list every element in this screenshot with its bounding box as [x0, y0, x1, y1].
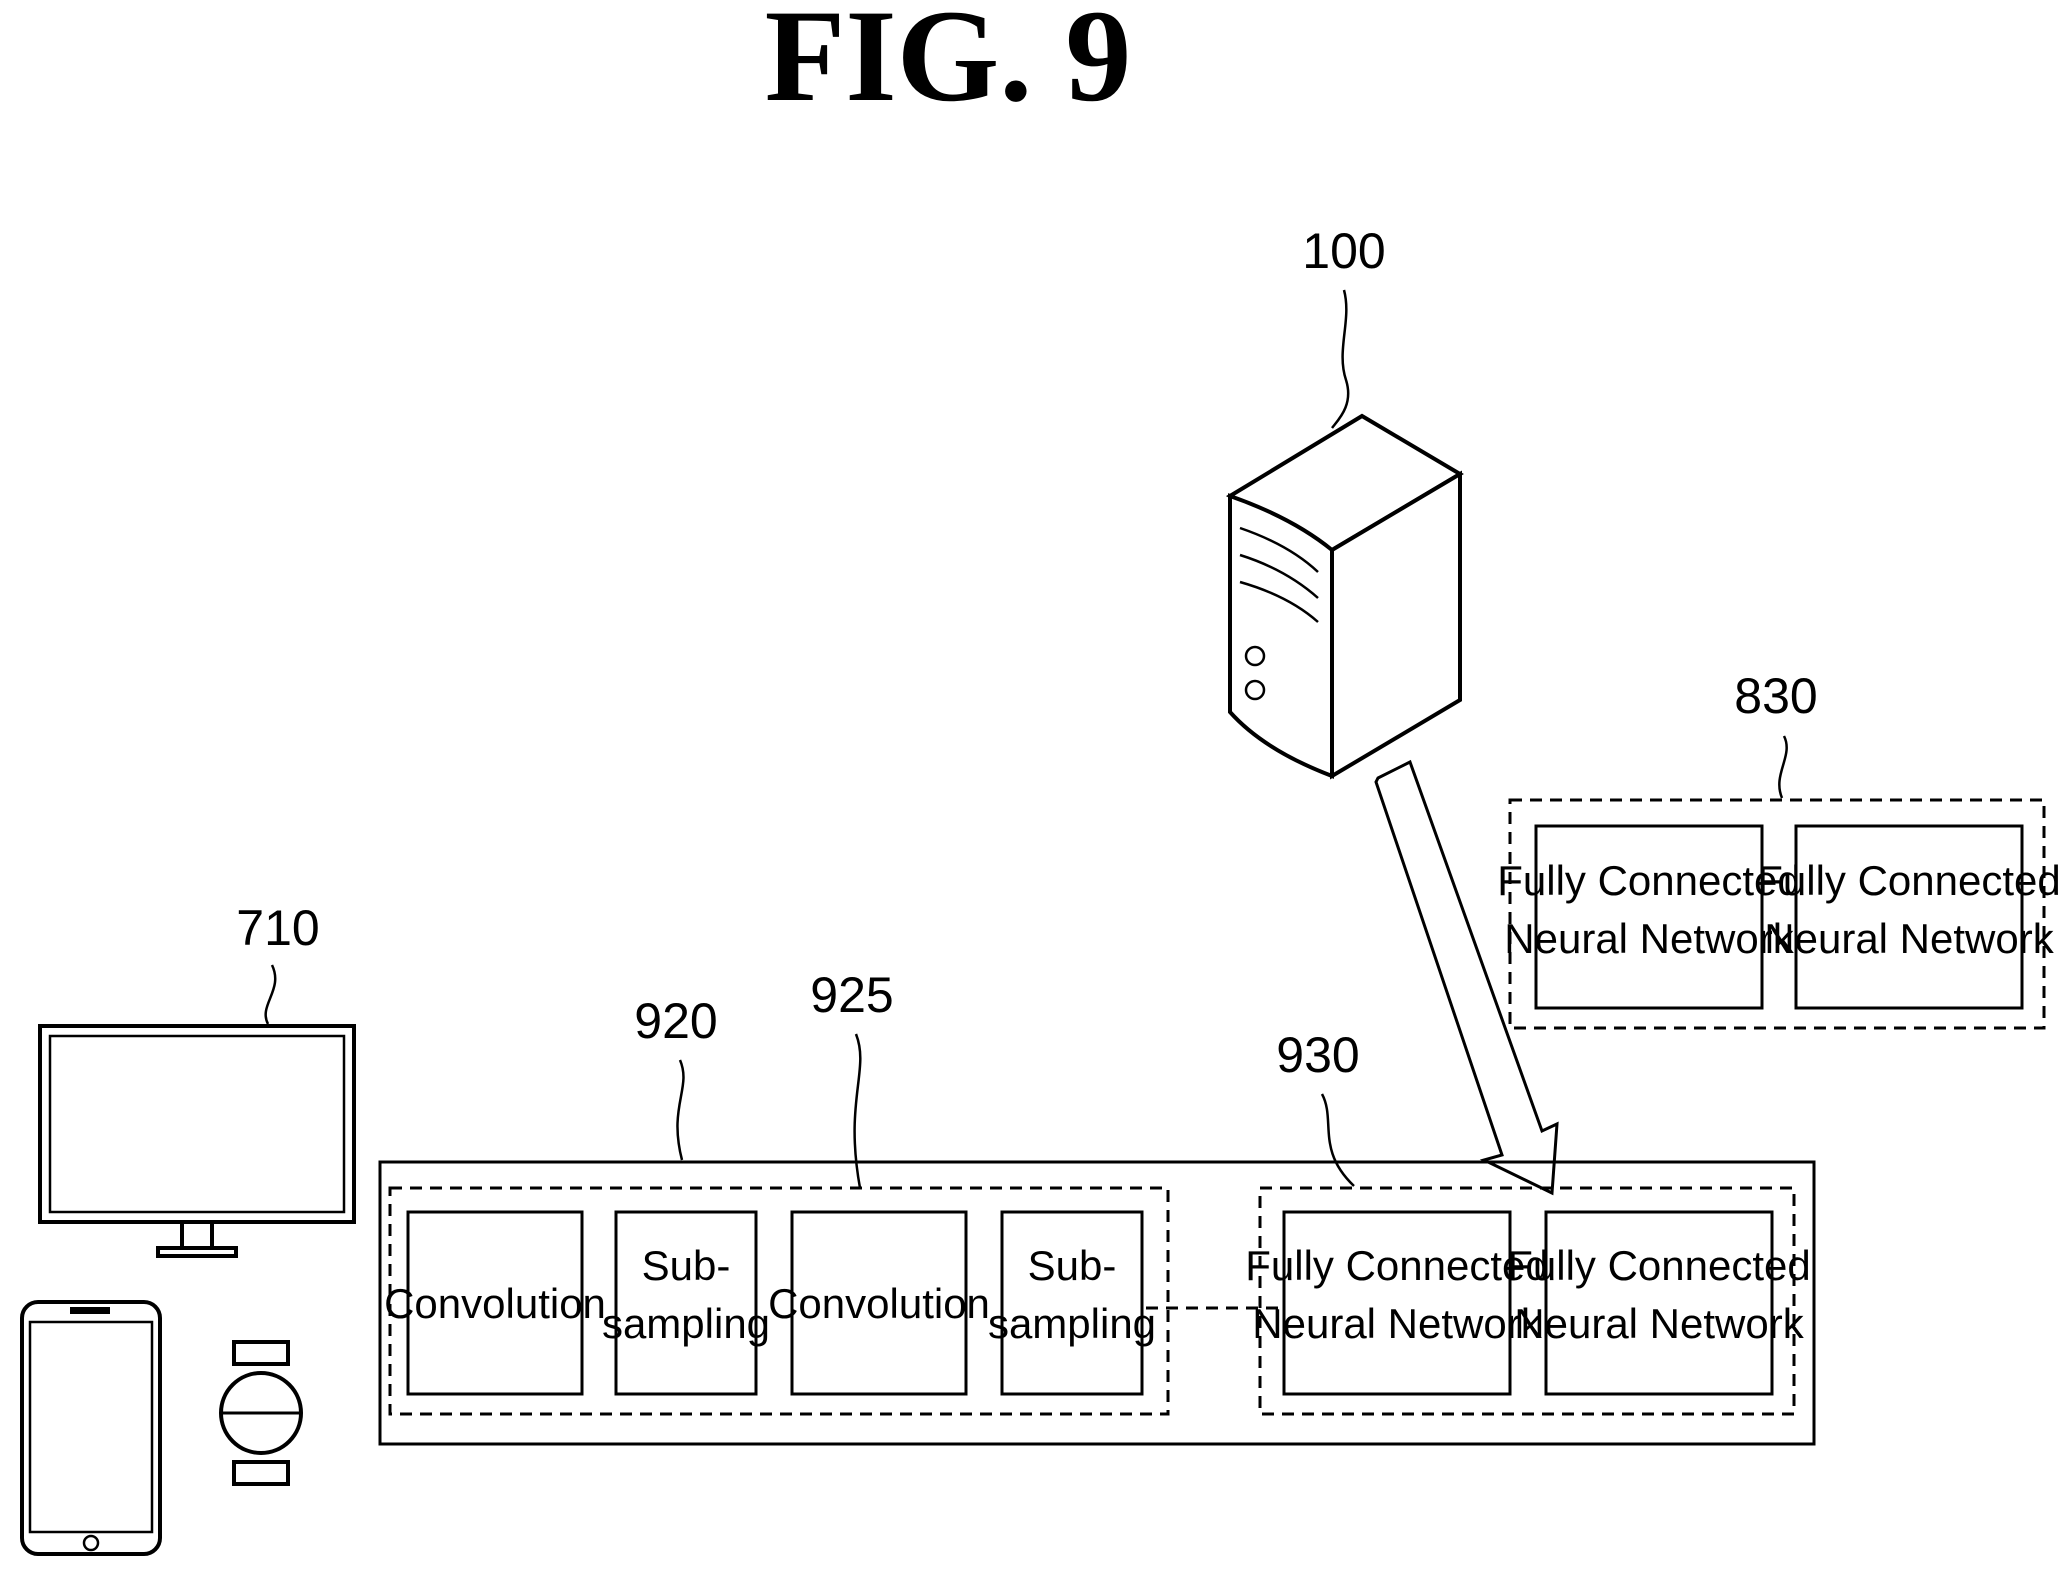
- phone-home-button: [84, 1536, 98, 1550]
- fc-nn-label-line1: Fully Connected: [1757, 857, 2061, 904]
- fc-nn-label-line2: Neural Network: [1252, 1300, 1542, 1347]
- fc-nn-label-line1: Fully Connected: [1497, 857, 1801, 904]
- fc-nn-label-line2: Neural Network: [1764, 915, 2054, 962]
- group-930: 930 Fully Connected Neural Network Fully…: [1245, 1027, 1811, 1414]
- smartwatch-icon: [221, 1342, 301, 1484]
- leader-line-925: [855, 1034, 861, 1188]
- leader-line-920: [677, 1060, 683, 1160]
- subsampling-label-line1: Sub-: [1028, 1242, 1117, 1289]
- monitor-base: [158, 1248, 236, 1256]
- phone-screen: [30, 1322, 152, 1532]
- download-arrow: [1376, 762, 1557, 1193]
- leader-line-100: [1332, 290, 1348, 428]
- ref-label-930: 930: [1276, 1027, 1359, 1083]
- leader-line-930: [1322, 1094, 1354, 1186]
- subsampling-label-line2: sampling: [602, 1300, 770, 1347]
- server-button-circle: [1246, 647, 1264, 665]
- ref-label-925: 925: [810, 967, 893, 1023]
- server-button-circle: [1246, 681, 1264, 699]
- monitor-screen: [50, 1036, 344, 1212]
- leader-line-710: [266, 965, 276, 1024]
- monitor-neck: [182, 1222, 212, 1250]
- server-front-face: [1230, 496, 1332, 776]
- convolution-label: Convolution: [384, 1280, 606, 1327]
- phone-speaker: [70, 1307, 110, 1314]
- ref-label-710: 710: [236, 900, 319, 956]
- monitor-icon: 710: [40, 900, 354, 1256]
- watch-strap-top: [234, 1342, 288, 1364]
- group-925: 925 Convolution Sub- sampling Convolutio…: [384, 967, 1168, 1414]
- subsampling-label-line1: Sub-: [642, 1242, 731, 1289]
- fc-nn-label-line1: Fully Connected: [1245, 1242, 1549, 1289]
- ref-label-920: 920: [634, 993, 717, 1049]
- leader-line-830: [1779, 736, 1786, 798]
- watch-strap-bottom: [234, 1462, 288, 1484]
- server-icon: 100: [1230, 223, 1460, 776]
- fc-nn-label-line1: Fully Connected: [1507, 1242, 1811, 1289]
- convolution-label: Convolution: [768, 1280, 990, 1327]
- figure-title: FIG. 9: [765, 0, 1132, 129]
- fc-nn-label-line2: Neural Network: [1514, 1300, 1804, 1347]
- ref-label-830: 830: [1734, 668, 1817, 724]
- ref-label-100: 100: [1302, 223, 1385, 279]
- subsampling-label-line2: sampling: [988, 1300, 1156, 1347]
- group-830: 830 Fully Connected Neural Network Fully…: [1497, 668, 2061, 1028]
- smartphone-icon: [22, 1302, 160, 1554]
- fc-nn-label-line2: Neural Network: [1504, 915, 1794, 962]
